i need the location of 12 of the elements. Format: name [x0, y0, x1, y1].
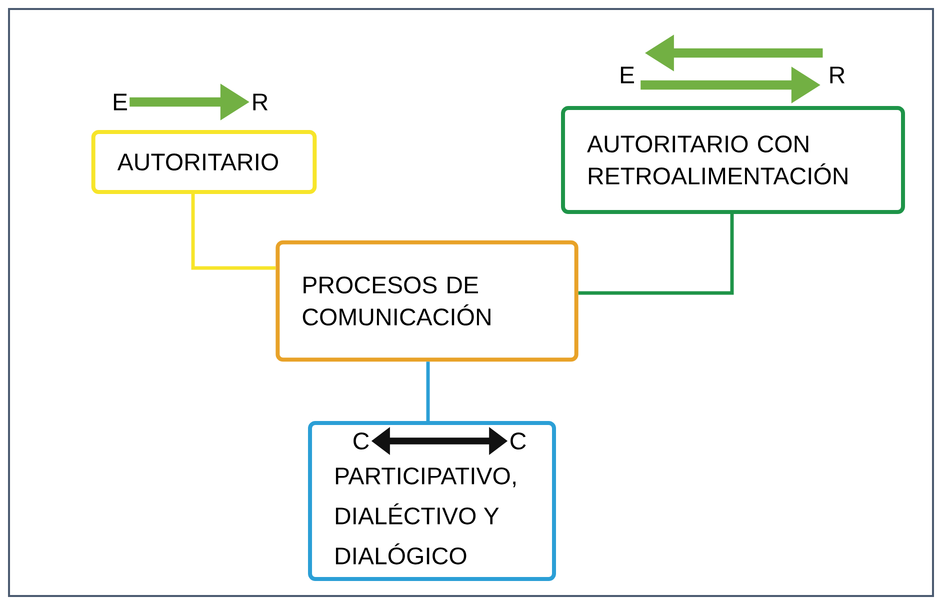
connector-line: [426, 362, 430, 421]
connector-line: [191, 194, 276, 270]
connector-line: [578, 214, 734, 295]
category-box: AUTORITARIO CON RETROALIMENTACIÓN: [561, 106, 905, 214]
process-box: PROCESOS DE COMUNICACIÓN: [276, 240, 578, 362]
category-box: AUTORITARIO: [91, 130, 317, 194]
letter-label: R: [253, 94, 268, 110]
letter-label: C: [354, 432, 369, 450]
letter-label: E: [620, 66, 634, 84]
letter-label: E: [114, 94, 127, 110]
letter-label: R: [830, 66, 845, 84]
letter-label: C: [510, 432, 526, 450]
